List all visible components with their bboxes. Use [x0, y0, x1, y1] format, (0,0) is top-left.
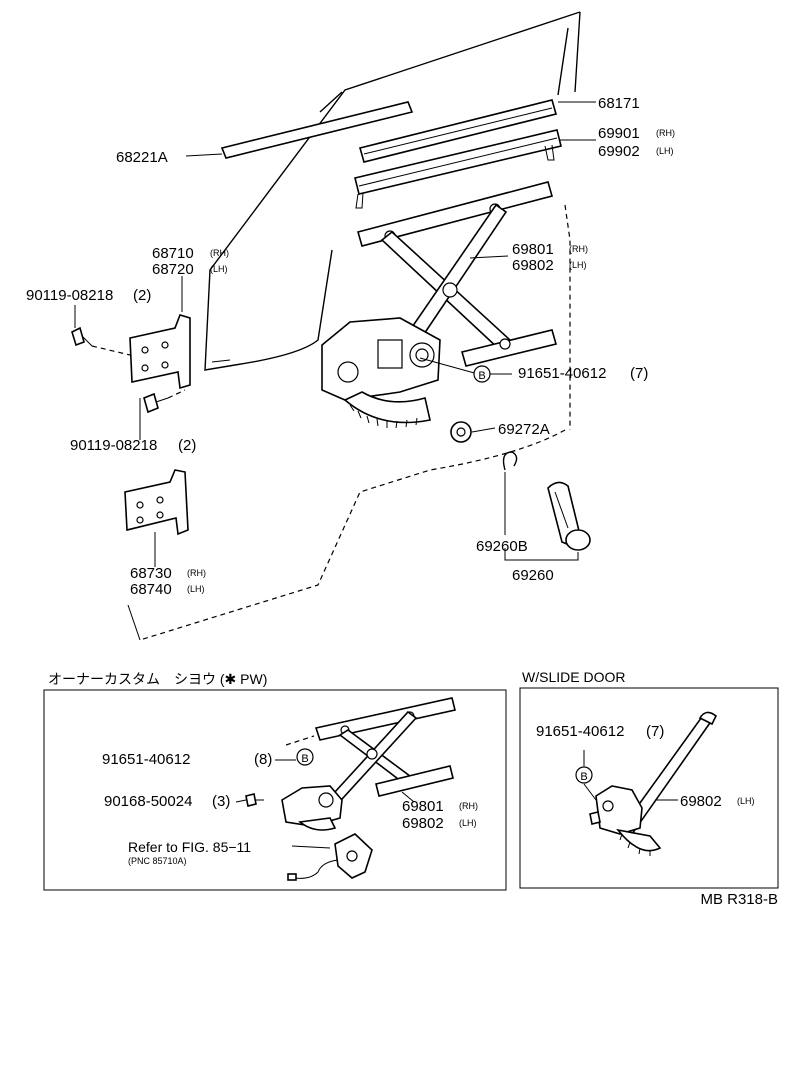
label-69901-rh: (RH) [656, 128, 675, 138]
svg-text:B: B [301, 753, 308, 765]
label-68740: 68740 [130, 581, 172, 598]
label-68221a: 68221A [116, 149, 168, 166]
pw-label-pnc: (PNC 85710A) [128, 856, 187, 866]
pw-label-screw-qty: (3) [212, 793, 230, 810]
pw-label-screw-b-qty: (8) [254, 751, 272, 768]
label-68720-lh: (LH) [210, 264, 228, 274]
knob-69272a [450, 421, 472, 443]
channel-69901 [354, 129, 562, 209]
hinge-upper-68710 [129, 314, 191, 390]
window-regulator-main [321, 181, 557, 429]
label-68171: 68171 [598, 95, 640, 112]
label-69901: 69901 [598, 125, 640, 142]
pw-label-69801-rh: (RH) [459, 801, 478, 811]
b-marker-slide: B [575, 766, 593, 784]
b-marker-pw: B [296, 748, 314, 766]
label-69260: 69260 [512, 567, 554, 584]
power-window-box: オーナーカスタム シヨウ (✱ PW) B 91651-40612 [43, 671, 507, 891]
svg-text:B: B [478, 370, 485, 382]
door-outline [127, 11, 581, 641]
pw-label-screw: 90168-50024 [104, 793, 192, 810]
label-bolt-top-qty: (2) [133, 287, 151, 304]
hinge-lower-68730 [124, 469, 189, 536]
channel-68171 [359, 99, 557, 163]
slide-box-title: W/SLIDE DOOR [522, 669, 625, 685]
label-69260b: 69260B [476, 538, 528, 555]
label-68710: 68710 [152, 245, 194, 262]
slide-label-69802: 69802 [680, 793, 722, 810]
slide-door-box: W/SLIDE DOOR B 91651-40612 (7) 69802 (LH… [519, 669, 779, 889]
clip-69260b [502, 451, 518, 471]
figure-code: MB R318-B [700, 891, 778, 908]
label-bolt-mid: 90119-08218 [70, 437, 157, 454]
label-69802: 69802 [512, 257, 554, 274]
slide-label-69802-lh: (LH) [737, 796, 755, 806]
label-68710-rh: (RH) [210, 248, 229, 258]
label-screw-b: 91651-40612 [518, 365, 606, 382]
leader-lines [74, 101, 596, 567]
pw-label-69801: 69801 [402, 798, 444, 815]
run-channel-68221a [220, 101, 414, 159]
slide-label-screw-b-qty: (7) [646, 723, 664, 740]
bolt-mid [143, 389, 186, 414]
label-bolt-top: 90119-08218 [26, 287, 113, 304]
bolt-upper [71, 326, 131, 356]
label-69802-lh: (LH) [569, 260, 587, 270]
label-68730: 68730 [130, 565, 172, 582]
handle-69260 [547, 481, 591, 551]
pw-label-69802-lh: (LH) [459, 818, 477, 828]
slide-label-screw-b: 91651-40612 [536, 723, 624, 740]
label-68730-rh: (RH) [187, 568, 206, 578]
label-69801: 69801 [512, 241, 554, 258]
pw-box-title: オーナーカスタム シヨウ (✱ PW) [48, 671, 267, 687]
label-bolt-mid-qty: (2) [178, 437, 196, 454]
label-69902: 69902 [598, 143, 640, 160]
pw-label-refer: Refer to FIG. 85−11 [128, 839, 251, 855]
label-screw-b-qty: (7) [630, 365, 648, 382]
label-68720: 68720 [152, 261, 194, 278]
label-69801-rh: (RH) [569, 244, 588, 254]
label-69272a: 69272A [498, 421, 550, 438]
pw-label-69802: 69802 [402, 815, 444, 832]
b-marker-main: B [473, 365, 491, 383]
label-68740-lh: (LH) [187, 584, 205, 594]
pw-label-screw-b: 91651-40612 [102, 751, 190, 768]
svg-text:B: B [580, 771, 587, 783]
label-69902-lh: (LH) [656, 146, 674, 156]
